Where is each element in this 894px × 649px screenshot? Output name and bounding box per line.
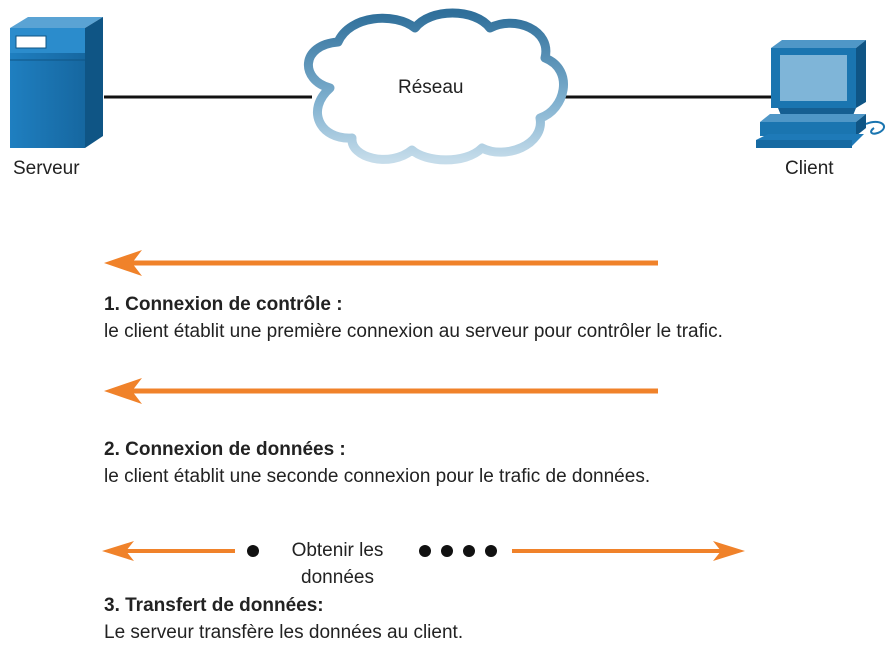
step-2-description: le client établit une seconde connexion …	[104, 466, 651, 487]
transfer-dot	[441, 545, 453, 557]
client-label: Client	[785, 158, 834, 179]
transfer-label-line2: données	[301, 567, 374, 588]
client-computer-icon	[756, 40, 885, 148]
transfer-dot	[485, 545, 497, 557]
transfer-dot	[463, 545, 475, 557]
transfer-dot	[419, 545, 431, 557]
step-3-description: Le serveur transfère les données au clie…	[104, 622, 464, 643]
step-3-title: 3. Transfert de données:	[104, 595, 324, 616]
network-cloud-icon	[303, 8, 568, 165]
control-connection-arrow	[104, 250, 658, 276]
server-label: Serveur	[13, 158, 80, 179]
data-connection-arrow	[104, 378, 658, 404]
server-icon	[10, 17, 103, 148]
network-label: Réseau	[398, 77, 464, 98]
step-2-title: 2. Connexion de données :	[104, 439, 346, 460]
transfer-dot	[247, 545, 259, 557]
transfer-label-line1: Obtenir les	[291, 540, 384, 561]
data-transfer-arrow	[102, 541, 745, 561]
step-1-title: 1. Connexion de contrôle :	[104, 294, 343, 315]
step-1-description: le client établit une première connexion…	[104, 321, 723, 342]
